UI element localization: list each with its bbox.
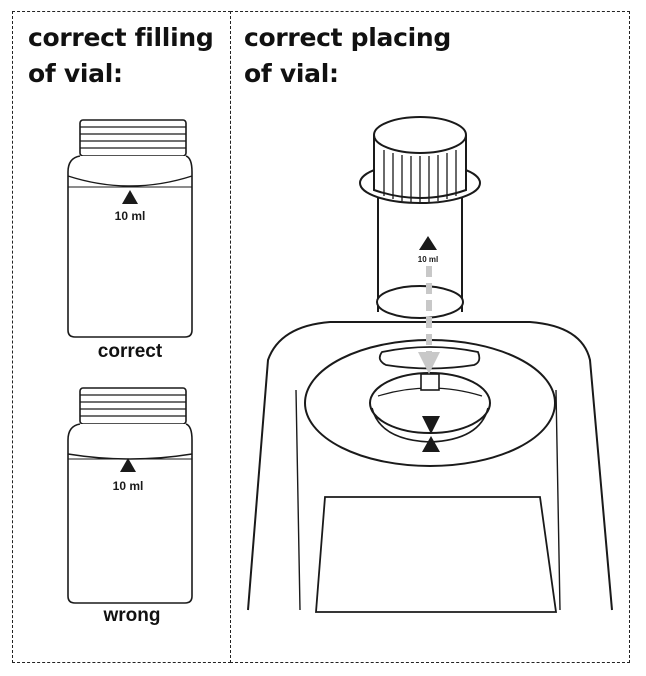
vial-with-cap xyxy=(359,116,481,319)
fill-mark-triangle-correct xyxy=(122,190,138,204)
insertion-guide-arrow xyxy=(418,266,440,374)
chamber-mark-triangle-down xyxy=(422,416,440,434)
vial-mark-label: 10 ml xyxy=(418,255,438,264)
caption-wrong: wrong xyxy=(103,605,161,626)
vial-wrong xyxy=(67,387,193,604)
right-panel-frame xyxy=(230,11,630,663)
vial-mark-triangle xyxy=(419,236,437,250)
fill-mark-label-wrong: 10 ml xyxy=(113,479,144,493)
fill-mark-triangle-wrong xyxy=(120,458,136,472)
chamber-mark-triangle-up xyxy=(422,436,440,452)
fill-mark-label-correct: 10 ml xyxy=(115,209,146,223)
heading-correct-filling: correct filling of vial: xyxy=(28,23,214,88)
vial-correct xyxy=(67,119,193,338)
caption-correct: correct xyxy=(97,341,163,362)
heading-correct-placing: correct placing of vial: xyxy=(244,23,451,88)
